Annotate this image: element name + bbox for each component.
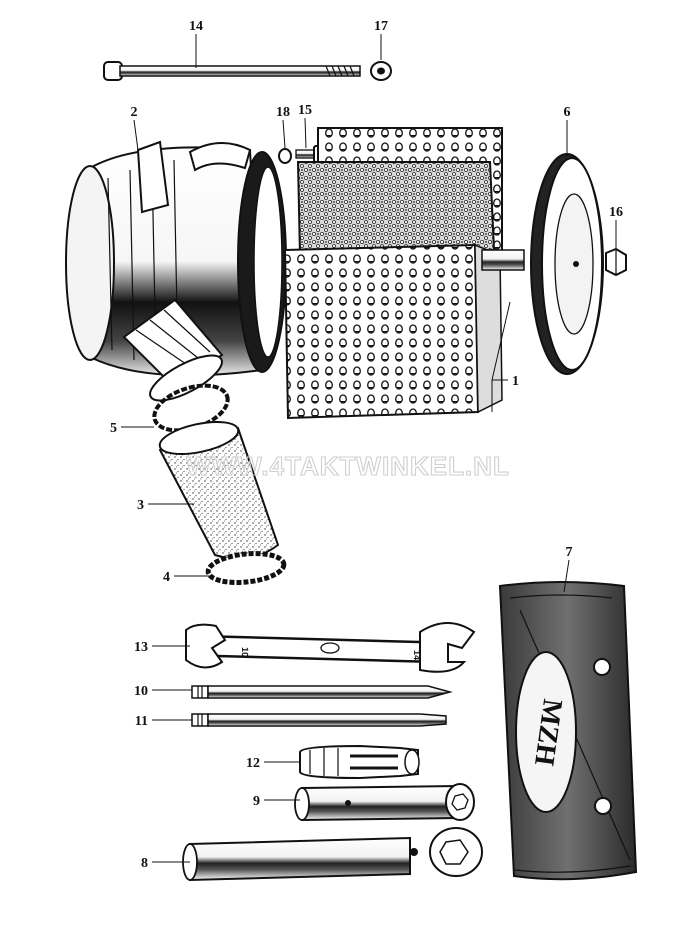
flat-screwdriver-part-11 [191, 713, 447, 727]
callout-2: 2 [131, 105, 138, 120]
filter-housing-part-2 [65, 140, 287, 377]
intake-neck [122, 298, 224, 402]
callout-14: 14 [189, 19, 203, 34]
tool-pouch-part-7: MZH [498, 581, 638, 881]
washer-part-18 [278, 148, 292, 164]
callout-labels: 14 17 2 18 15 6 16 1 5 3 4 7 13 10 11 12… [110, 19, 623, 871]
leader-lines [121, 34, 617, 863]
callout-16: 16 [609, 205, 623, 220]
phillips-screwdriver-part-10 [191, 685, 453, 699]
spark-plug-spanner-part-8 [182, 827, 483, 882]
watermark: WWW.4TAKTWINKEL.NL [186, 451, 510, 481]
open-end-wrench-part-13: 10 14 [185, 622, 476, 673]
callout-17: 17 [374, 19, 388, 34]
end-cover-part-6 [481, 153, 604, 375]
callout-3: 3 [137, 498, 144, 513]
washer-nut-part-17 [370, 61, 392, 81]
tubular-spanner-part-9 [294, 783, 475, 822]
filter-elements-part-1 [283, 127, 503, 420]
callout-5: 5 [110, 421, 117, 436]
hose-clamp-part-4 [205, 551, 287, 585]
callout-9: 9 [253, 794, 260, 809]
callout-11: 11 [135, 714, 148, 729]
rubber-hose-part-3 [158, 420, 280, 560]
callout-18: 18 [276, 105, 290, 120]
cap-nut-part-16 [605, 247, 627, 277]
callout-1: 1 [512, 374, 519, 389]
callout-10: 10 [134, 684, 148, 699]
callout-13: 13 [134, 640, 148, 655]
screwdriver-handle-part-12 [299, 744, 420, 780]
clamp-ring-part-5 [152, 383, 230, 433]
callout-4: 4 [163, 570, 170, 585]
callout-15: 15 [298, 103, 312, 118]
callout-12: 12 [246, 756, 260, 771]
callout-6: 6 [564, 105, 571, 120]
callout-8: 8 [141, 856, 148, 871]
long-bolt-part-14 [103, 61, 361, 81]
callout-7: 7 [566, 545, 573, 560]
wrench-size-left: 10 [240, 647, 250, 657]
wrench-size-right: 14 [412, 650, 422, 660]
